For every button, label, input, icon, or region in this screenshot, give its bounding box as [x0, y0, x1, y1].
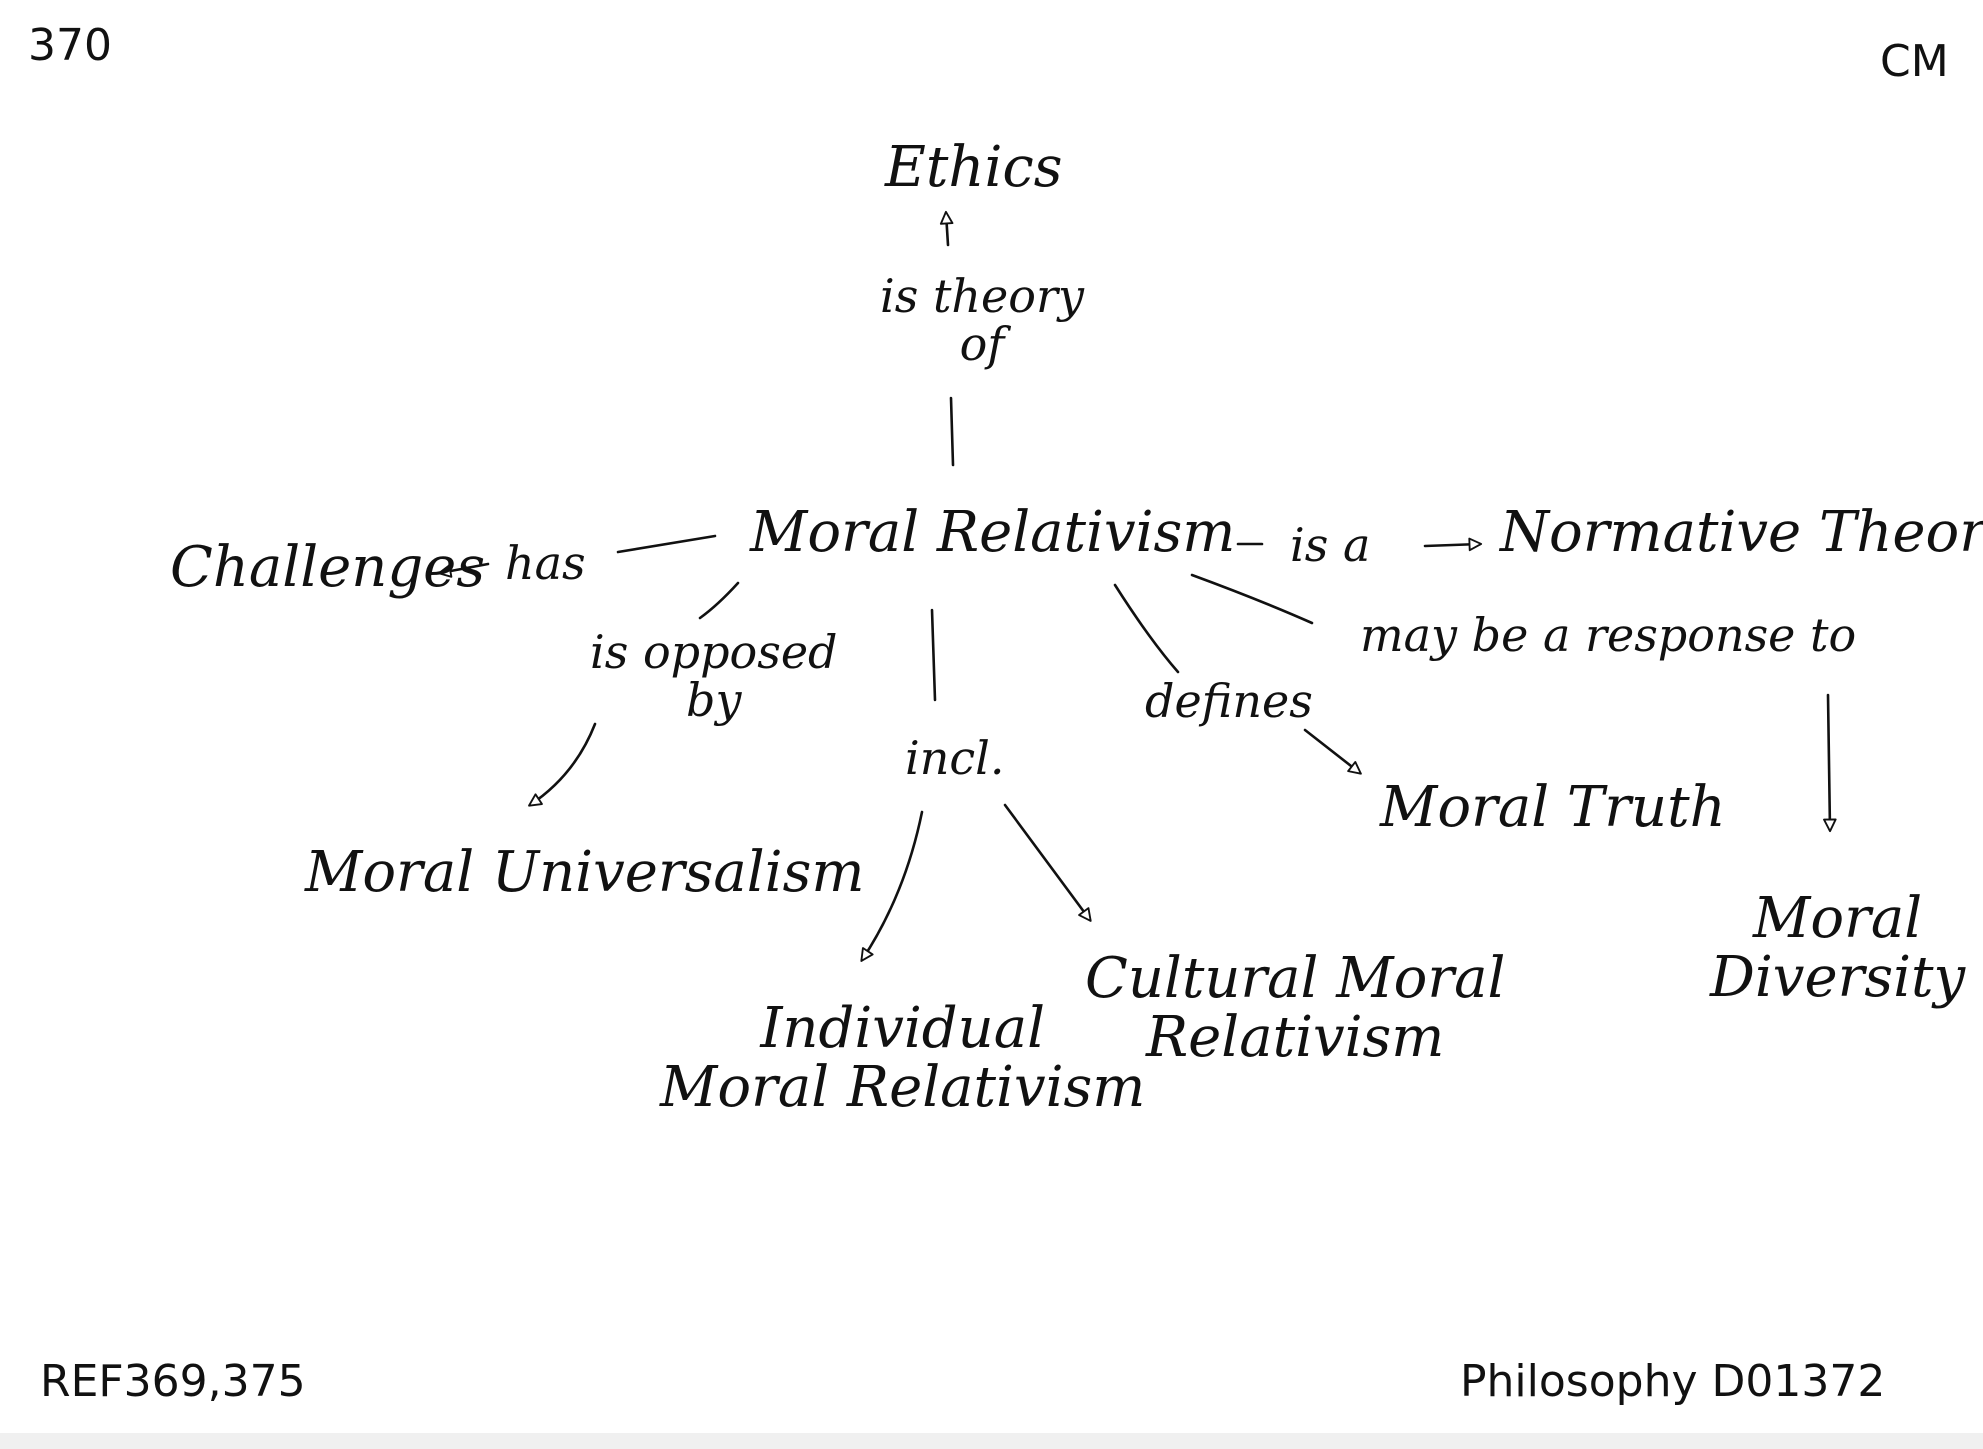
link-mr-to-incl [930, 608, 937, 702]
subject-code: Philosophy D01372 [1460, 1356, 1886, 1407]
arrow-to-normative-theory [1423, 537, 1483, 552]
arrow-to-ethics [939, 210, 954, 247]
concept-challenges: Challenges [170, 535, 486, 600]
concept-moral-relativism: Moral Relativism [750, 500, 1236, 565]
arrow-to-individual-mr [860, 810, 924, 962]
author-initials: CM [1880, 36, 1949, 87]
concept-normative-theory: Normative Theory [1500, 500, 1983, 565]
relation-is-theory-of: is theory of [880, 269, 1084, 372]
relation-has: has [505, 536, 586, 590]
reference-note: REF369,375 [40, 1356, 306, 1407]
concept-moral-truth: Moral Truth [1380, 775, 1726, 840]
relation-is-opposed-by: is opposed by [590, 625, 838, 728]
relation-may-be-a-response-to: may be a response to [1360, 608, 1857, 662]
link-mr-to-response [1190, 573, 1314, 625]
arrow-to-moral-truth [1303, 728, 1362, 775]
concept-cultural-moral-relativism: Cultural Moral Relativism [1085, 946, 1506, 1070]
arrow-to-moral-diversity [1823, 693, 1837, 833]
concept-ethics: Ethics [885, 135, 1063, 200]
link-mr-to-has [616, 534, 717, 554]
link-mr-to-defines [1113, 583, 1180, 674]
concept-moral-diversity: Moral Diversity [1710, 886, 1966, 1010]
arrow-to-moral-universalism [528, 722, 597, 807]
relation-defines: defines [1145, 674, 1313, 728]
arrow-to-cultural-mr [1003, 803, 1092, 922]
bottom-strip [0, 1433, 1983, 1449]
relation-incl: incl. [905, 731, 1005, 785]
link-mr-to-theory-label [949, 396, 955, 467]
concept-moral-universalism: Moral Universalism [305, 840, 865, 905]
relation-is-a: is a [1290, 518, 1371, 572]
concept-individual-moral-relativism: Individual Moral Relativism [660, 996, 1146, 1120]
link-mr-to-opposed [698, 581, 740, 620]
arrow-to-challenges [437, 562, 490, 578]
page-number: 370 [28, 20, 112, 71]
